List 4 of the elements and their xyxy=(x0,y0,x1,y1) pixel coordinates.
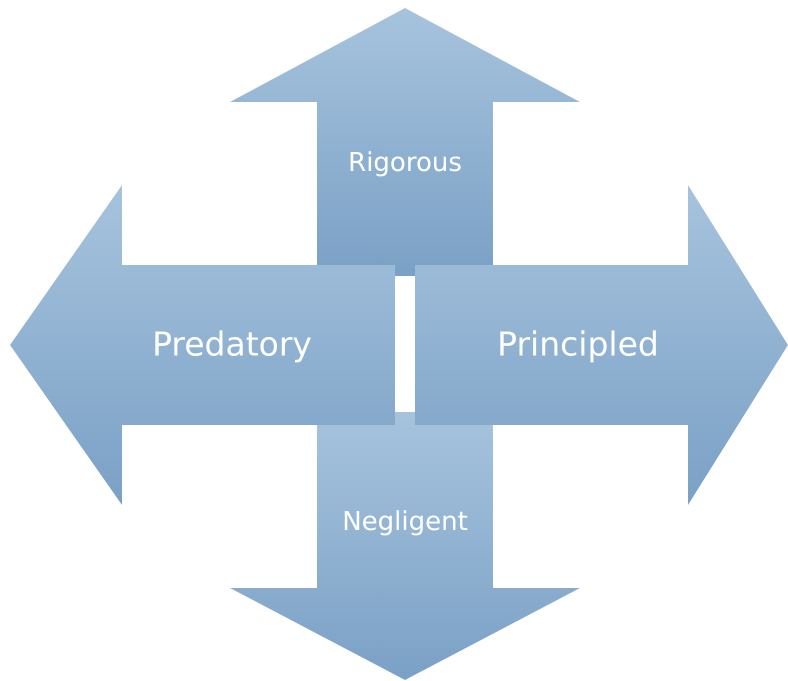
arrow-label: Negligent xyxy=(342,507,468,537)
arrow-label: Rigorous xyxy=(348,148,462,178)
arrow-label: Principled xyxy=(497,324,659,364)
arrow-label: Predatory xyxy=(152,324,312,364)
